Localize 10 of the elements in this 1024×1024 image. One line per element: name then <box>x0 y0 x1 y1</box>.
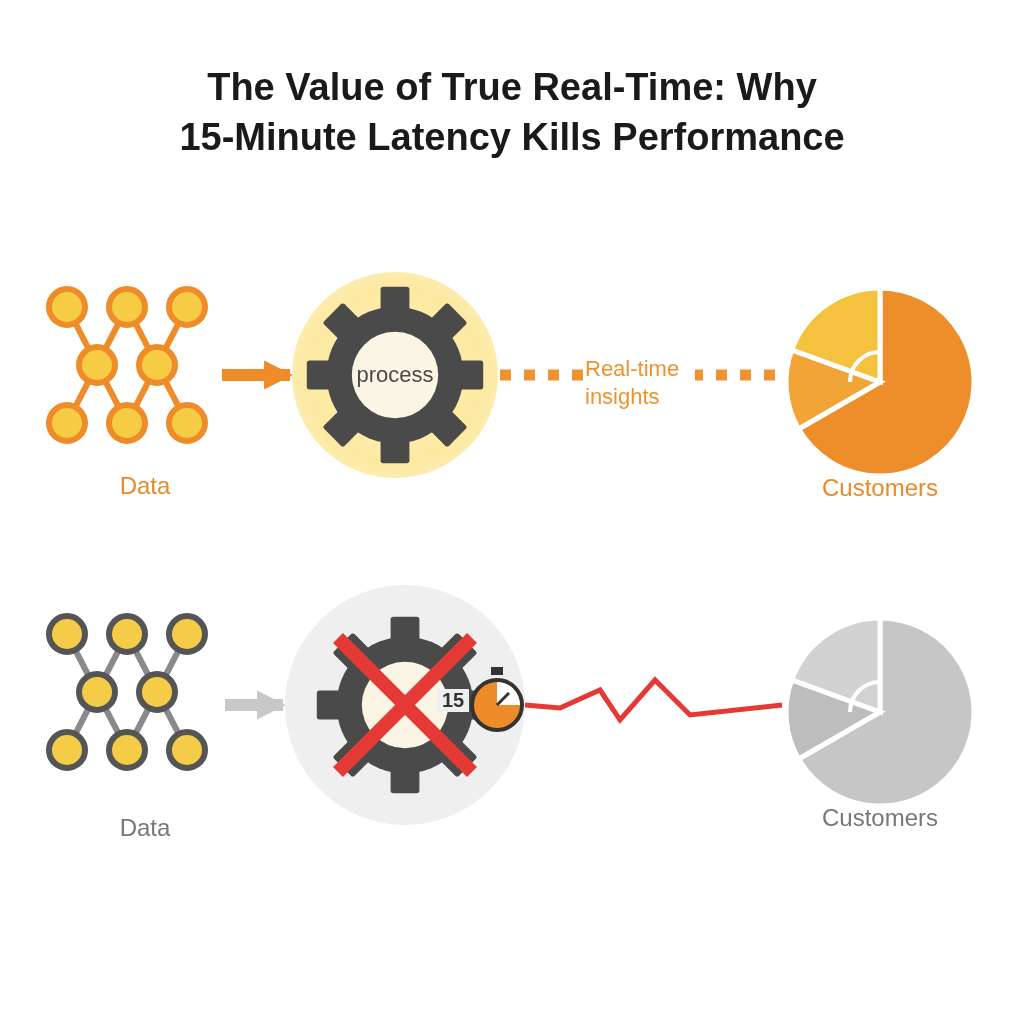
node-label: Data <box>118 814 172 842</box>
gear-label: process <box>355 362 435 388</box>
node-label: Data <box>118 472 172 500</box>
node-label: Customers <box>821 474 939 502</box>
arrow <box>225 690 286 720</box>
timer-number: 15 <box>437 689 469 712</box>
title: The Value of True Real-Time: Why 15-Minute Latency Kills Performance <box>178 65 846 160</box>
arrow <box>222 360 293 390</box>
node-label: Customers <box>821 804 939 832</box>
zigzag-line <box>524 676 783 725</box>
